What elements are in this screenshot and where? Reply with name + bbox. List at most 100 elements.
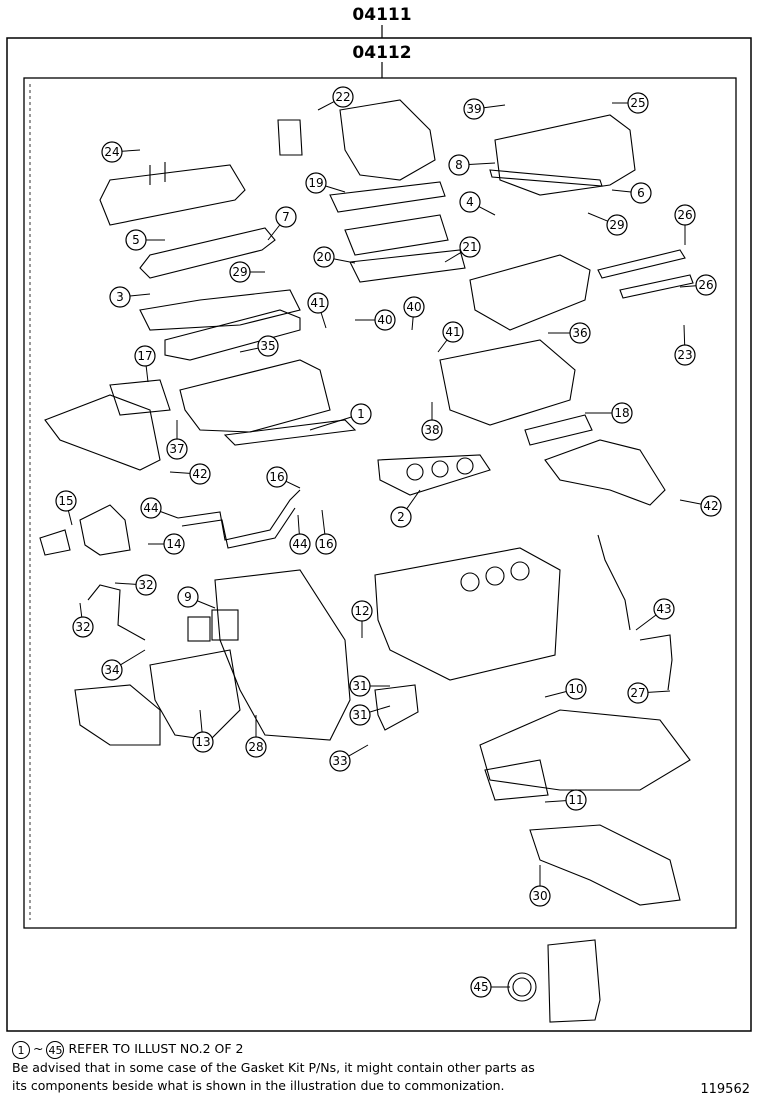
callout-32: 32 (72, 602, 94, 638)
callout-circle (351, 600, 373, 622)
callout-circle (177, 586, 199, 608)
callout-number: 27 (630, 686, 645, 700)
callout-circle (163, 533, 185, 555)
callout-14: 14 (148, 533, 185, 555)
callout-circle (275, 206, 297, 228)
callout-number: 15 (58, 494, 73, 508)
callout-circle (329, 750, 351, 772)
callout-circle (166, 438, 188, 460)
callout-number: 26 (698, 278, 713, 292)
callout-circle (463, 98, 485, 120)
callout-number: 12 (354, 604, 369, 618)
callout-leader-line (320, 312, 327, 329)
callout-circle (459, 191, 481, 213)
callout-leader-line (635, 614, 657, 631)
callout-16: 16 (315, 509, 337, 555)
callout-circle (627, 92, 649, 114)
callout-circle (125, 229, 147, 251)
callout-39: 39 (463, 98, 506, 120)
callout-number: 2 (397, 510, 405, 524)
callout-circle (390, 506, 412, 528)
callout-11: 11 (544, 789, 587, 811)
callout-number: 31 (352, 708, 367, 722)
callout-number: 1 (357, 407, 365, 421)
callout-number: 21 (462, 240, 477, 254)
callout-26: 26 (679, 274, 717, 296)
callout-22: 22 (317, 86, 354, 111)
callout-number: 34 (104, 663, 119, 677)
callout-number: 41 (310, 296, 325, 310)
callout-circle (565, 678, 587, 700)
callout-leader-line (369, 705, 391, 713)
callout-circle (403, 296, 425, 318)
callout-number: 39 (466, 102, 481, 116)
callout-leader-line (197, 600, 216, 609)
callout-circle (313, 246, 335, 268)
callout-number: 22 (335, 90, 350, 104)
callout-circle (332, 86, 354, 108)
callout-30: 30 (529, 865, 551, 907)
callout-circle (55, 490, 77, 512)
callout-23: 23 (674, 324, 696, 366)
callout-7: 7 (267, 206, 297, 241)
callout-42: 42 (679, 495, 722, 517)
callout-number: 45 (473, 980, 488, 994)
callout-leader-line (297, 514, 300, 535)
callout-number: 16 (269, 470, 284, 484)
callout-leader-line (683, 324, 686, 346)
inner-part-number: 04112 (352, 43, 411, 63)
callout-leader-line (411, 316, 414, 331)
callout-leader-line (317, 101, 335, 111)
callout-leader-line (333, 258, 356, 264)
callout-leader-line (587, 212, 608, 222)
callout-leader-line (285, 480, 301, 489)
illustration-number: 119562 (700, 1082, 750, 1097)
callout-number: 26 (677, 208, 692, 222)
refer-line: 1~45 REFER TO ILLUST NO.2 OF 2 (12, 1040, 752, 1059)
callout-circle (307, 292, 329, 314)
outer-kit-frame (6, 37, 752, 1032)
callout-circle (695, 274, 717, 296)
callout-leader-line (679, 285, 697, 288)
callout-number: 36 (572, 326, 587, 340)
callout-circle (442, 321, 464, 343)
callout-25: 25 (612, 92, 649, 114)
callout-34: 34 (101, 649, 146, 681)
callout-31: 31 (349, 704, 391, 726)
callout-number: 9 (184, 590, 192, 604)
callout-leader-line (121, 149, 141, 152)
callout-number: 23 (677, 348, 692, 362)
callout-number: 31 (352, 679, 367, 693)
callout-number: 32 (138, 578, 153, 592)
callout-number: 35 (260, 339, 275, 353)
callout-leader-line (437, 339, 448, 353)
callout-leader-line (67, 510, 73, 526)
callout-number: 44 (143, 501, 158, 515)
advisory-line-2: its components beside what is shown in t… (12, 1077, 505, 1093)
callout-2: 2 (390, 489, 421, 528)
callout-1: 1 (309, 403, 372, 431)
callout-number: 20 (316, 250, 331, 264)
callout-circle (459, 236, 481, 258)
callout-circle (192, 731, 214, 753)
callout-circle (315, 533, 337, 555)
callout-number: 29 (232, 265, 247, 279)
callout-circle (189, 463, 211, 485)
callout-21: 21 (444, 236, 481, 263)
callout-31: 31 (349, 675, 390, 697)
callout-circle (229, 261, 251, 283)
callout-45: 45 (470, 976, 510, 998)
callout-circle (101, 659, 123, 681)
callout-number: 41 (445, 325, 460, 339)
part-outlines (39, 99, 694, 1023)
callout-circle (627, 682, 649, 704)
callout-leader-line (169, 471, 191, 474)
callout-number: 44 (292, 537, 307, 551)
callout-number: 3 (116, 290, 124, 304)
callout-41: 41 (307, 292, 329, 329)
callout-circle (606, 214, 628, 236)
callout-leader-line (79, 602, 83, 618)
callout-number: 37 (169, 442, 184, 456)
callout-number: 43 (656, 602, 671, 616)
callout-number: 4 (466, 195, 474, 209)
